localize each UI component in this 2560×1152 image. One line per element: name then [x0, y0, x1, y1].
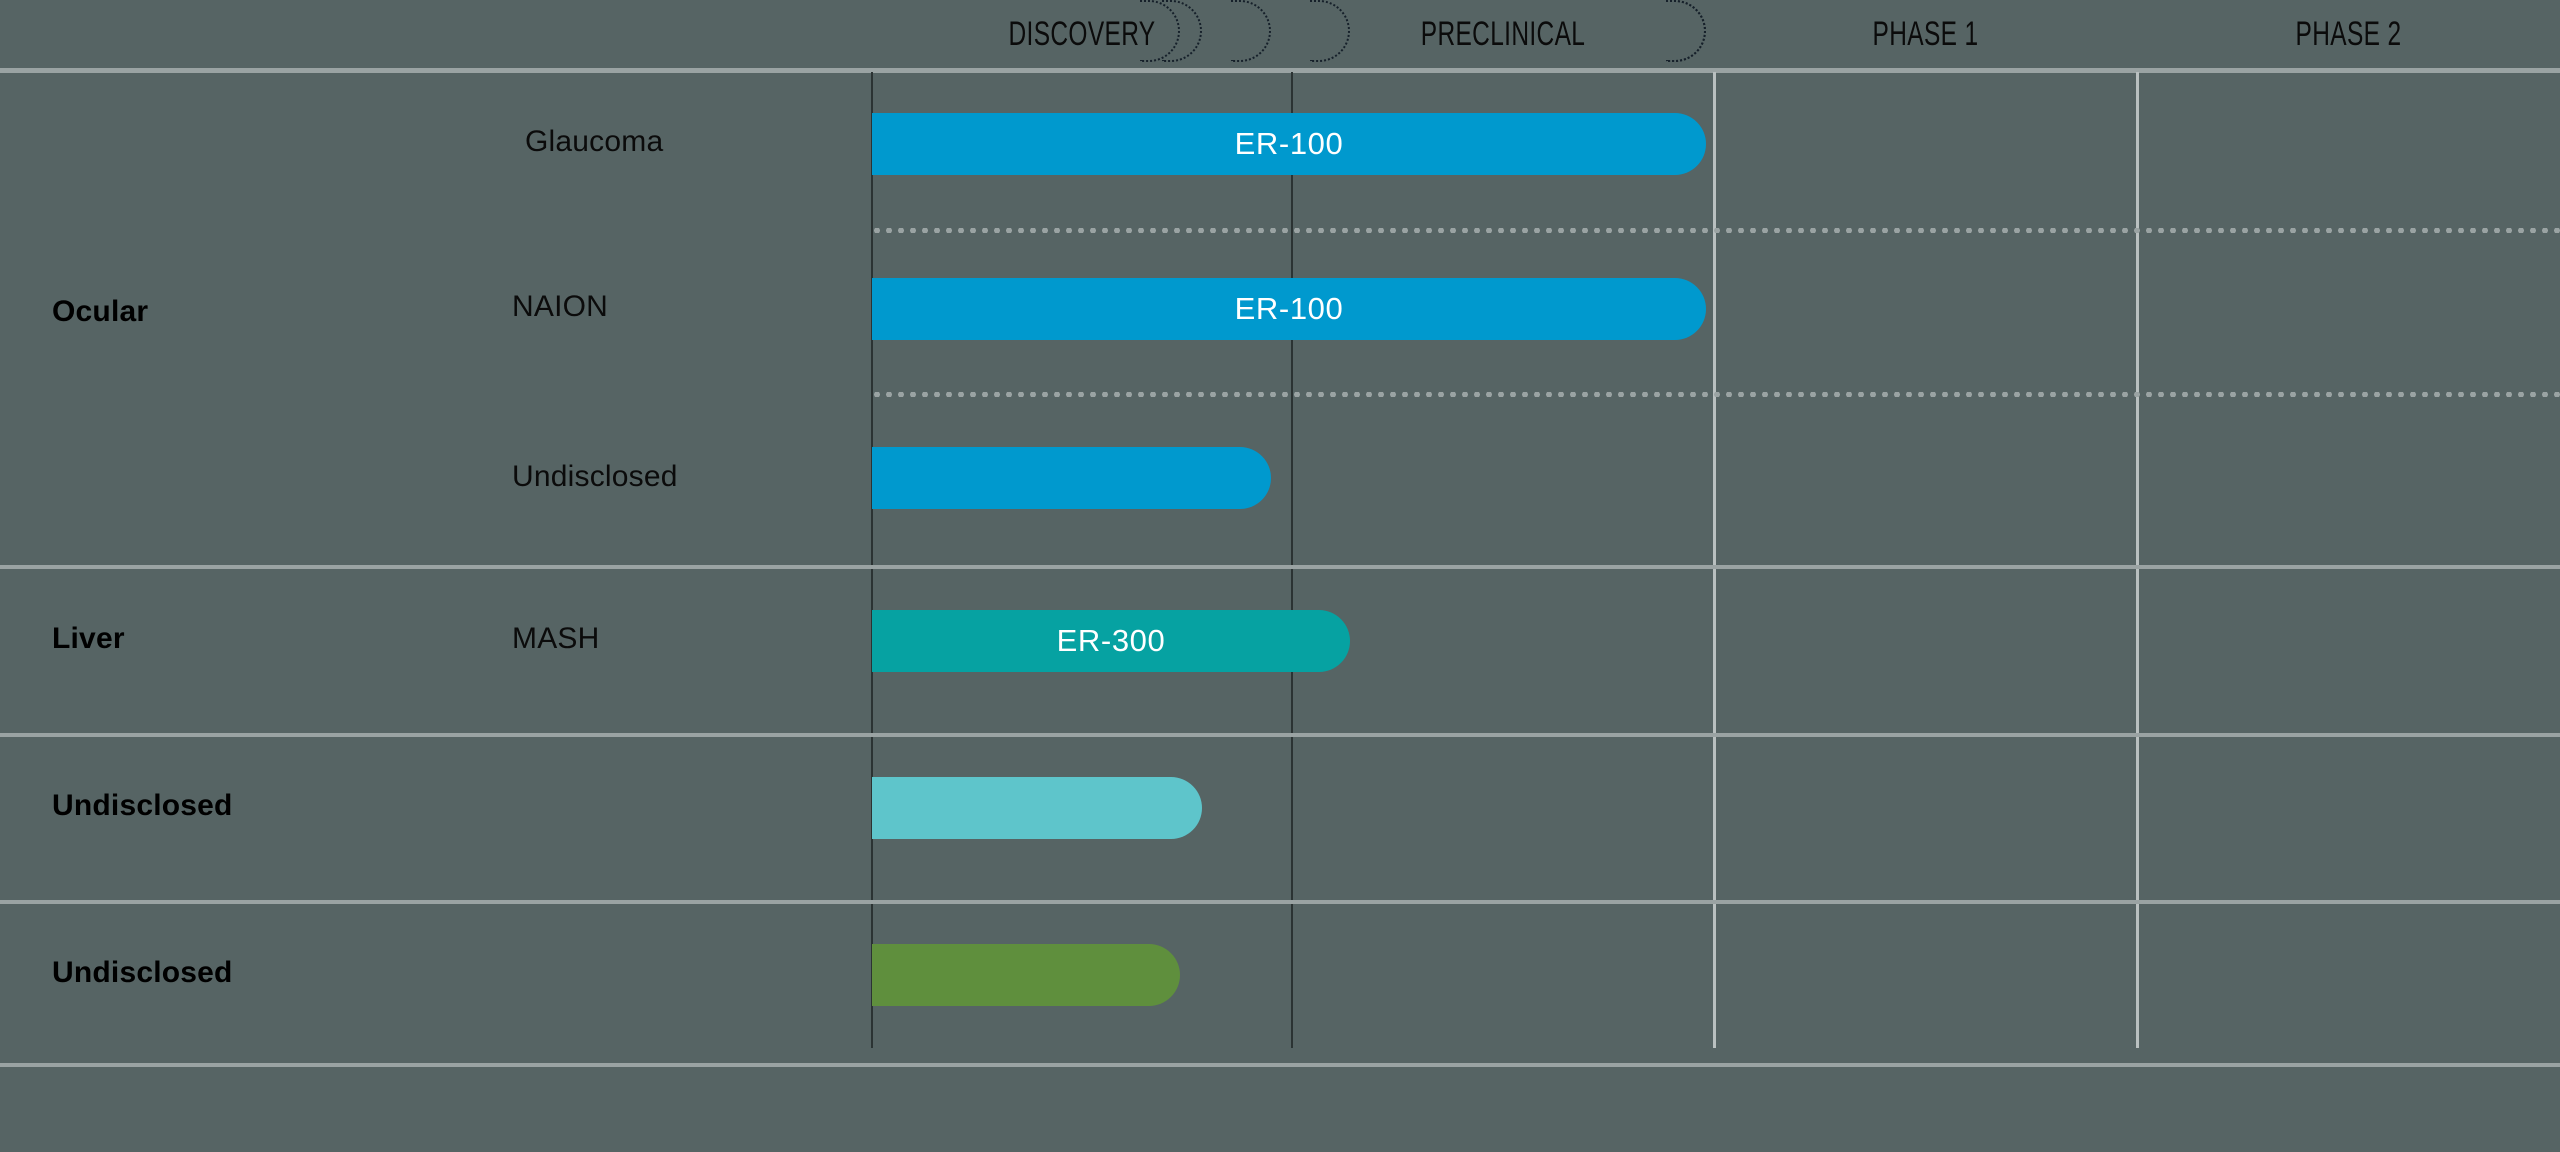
dotted-separator-glaucoma-naion	[871, 228, 2560, 233]
indication-label-mash: MASH	[512, 622, 600, 655]
pipeline-bar-undisclosed-2[interactable]	[872, 944, 1180, 1006]
bar-label-er-100-naion: ER-100	[1234, 291, 1344, 326]
footer-band	[0, 1067, 2560, 1152]
area-label-undisclosed-1: Undisclosed	[52, 789, 233, 822]
grid-divider-discovery-preclinical	[1291, 72, 1293, 1048]
indication-label-naion: NAION	[512, 290, 609, 323]
row-separator-ocular-liver	[0, 565, 2560, 569]
stage-header-row: DISCOVERY PRECLINICAL PHASE 1 PHASE 2	[0, 0, 2560, 68]
grid-divider-discovery-start	[871, 72, 873, 1048]
pipeline-bar-er-100-naion[interactable]: ER-100	[872, 278, 1706, 340]
area-label-ocular: Ocular	[52, 295, 149, 328]
dotted-separator-naion-undisclosed	[871, 392, 2560, 397]
pipeline-bar-undisclosed-1[interactable]	[872, 777, 1202, 839]
grid-divider-phase1-phase2	[2136, 72, 2139, 1048]
pipeline-bar-er-300-mash[interactable]: ER-300	[872, 610, 1350, 672]
indication-label-glaucoma: Glaucoma	[525, 125, 664, 158]
area-label-liver: Liver	[52, 622, 125, 655]
bar-label-er-100-glaucoma: ER-100	[1234, 126, 1344, 161]
stage-header-discovery: DISCOVERY	[1008, 14, 1156, 53]
bar-label-er-300-mash: ER-300	[1056, 623, 1166, 658]
area-label-undisclosed-2: Undisclosed	[52, 956, 233, 989]
grid-divider-preclinical-phase1	[1713, 72, 1716, 1048]
pipeline-bar-ocular-undisclosed[interactable]	[872, 447, 1271, 509]
stage-header-preclinical: PRECLINICAL	[1420, 14, 1586, 53]
row-separator-liver-undisclosed1	[0, 733, 2560, 737]
pipeline-bar-er-100-glaucoma[interactable]: ER-100	[872, 113, 1706, 175]
indication-label-ocular-undisclosed: Undisclosed	[512, 460, 678, 493]
row-separator-undisclosed1-undisclosed2	[0, 900, 2560, 904]
header-divider-rule	[0, 68, 2560, 73]
stage-header-phase-1: PHASE 1	[1872, 14, 1979, 53]
table-bottom-rule	[0, 1063, 2560, 1067]
stage-header-phase-2: PHASE 2	[2295, 14, 2402, 53]
